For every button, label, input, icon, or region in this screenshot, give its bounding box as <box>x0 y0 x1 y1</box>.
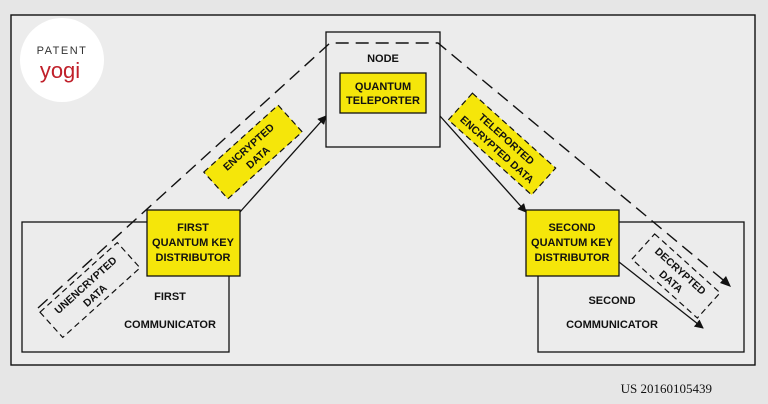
patent-number: US 20160105439 <box>621 381 712 396</box>
first-distributor-label-1: FIRST <box>177 222 209 234</box>
second-communicator-label-1: SECOND <box>588 295 635 307</box>
node-label: NODE <box>367 53 399 65</box>
second-distributor-label-1: SECOND <box>548 222 595 234</box>
second-distributor-label-2: QUANTUM KEY <box>531 237 614 249</box>
first-distributor-label-3: DISTRIBUTOR <box>156 252 231 264</box>
first-communicator-label-2: COMMUNICATOR <box>124 319 216 331</box>
first-distributor-label-2: QUANTUM KEY <box>152 237 235 249</box>
patent-yogi-logo: PATENT yogi <box>20 18 104 102</box>
quantum-teleporter-label-1: QUANTUM <box>355 81 411 93</box>
second-distributor-label-3: DISTRIBUTOR <box>535 252 610 264</box>
quantum-teleporter-label-2: TELEPORTER <box>346 95 420 107</box>
quantum-teleporter-box <box>340 73 426 113</box>
first-communicator-label-1: FIRST <box>154 291 186 303</box>
logo-text-top: PATENT <box>37 45 88 57</box>
second-communicator-label-2: COMMUNICATOR <box>566 319 658 331</box>
logo-text-bottom: yogi <box>40 58 80 83</box>
